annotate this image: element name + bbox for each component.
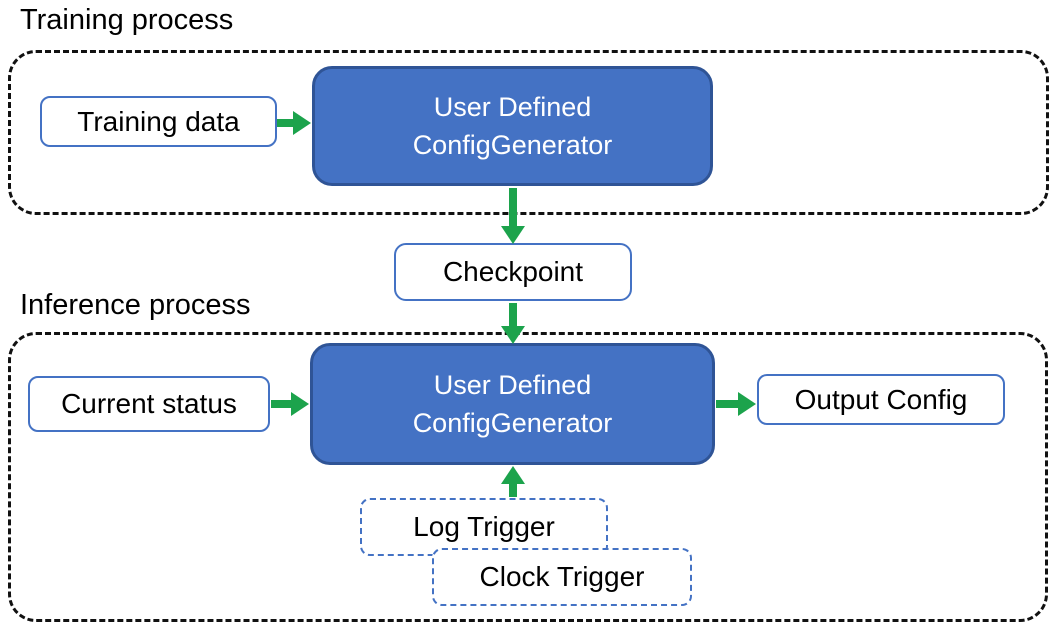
- training-data-box: Training data: [40, 96, 277, 147]
- training-process-container: [8, 50, 1049, 215]
- inference-section-label: Inference process: [20, 289, 251, 321]
- clock-trigger-box: Clock Trigger: [432, 548, 692, 606]
- inference-generator-line2: ConfigGenerator: [412, 408, 613, 438]
- output-config-box: Output Config: [757, 374, 1005, 425]
- log-trigger-box: Log Trigger: [360, 498, 608, 556]
- training-generator-line1: User Defined: [433, 92, 592, 122]
- training-section-label: Training process: [20, 4, 234, 36]
- checkpoint-box: Checkpoint: [394, 243, 632, 301]
- inference-config-generator-box: User Defined ConfigGenerator: [310, 343, 715, 465]
- inference-process-container: [8, 332, 1048, 622]
- training-config-generator-box: User Defined ConfigGenerator: [312, 66, 713, 186]
- inference-generator-line1: User Defined: [433, 370, 592, 400]
- training-generator-line2: ConfigGenerator: [412, 130, 613, 160]
- current-status-box: Current status: [28, 376, 270, 432]
